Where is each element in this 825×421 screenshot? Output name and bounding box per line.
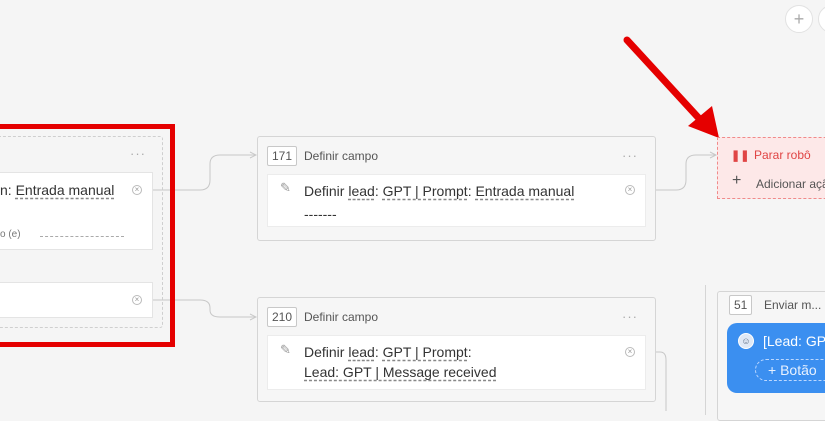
action-dashes: ------- <box>304 206 337 222</box>
message-card-outline <box>705 285 825 415</box>
message-text: [Lead: GPT <box>763 333 825 349</box>
stop-robot-step[interactable] <box>717 137 825 199</box>
action-text: Definir lead: GPT | Prompt: <box>304 344 472 360</box>
action-number-badge: 210 <box>267 307 298 327</box>
left-node-action-1[interactable] <box>0 172 153 250</box>
action-text: Definir lead: GPT | Prompt: Entrada manu… <box>304 183 575 199</box>
action-body[interactable] <box>267 174 646 227</box>
remove-icon[interactable]: × <box>625 185 635 195</box>
left-node-menu-dots[interactable]: ··· <box>130 146 146 161</box>
connector-lines <box>143 36 719 411</box>
left-node-condition-text: o (e) <box>0 229 21 240</box>
pause-icon: ❚❚ <box>731 150 750 162</box>
left-node-action-2[interactable] <box>0 282 153 318</box>
left-node-action-1-text: n: Entrada manual <box>0 182 114 198</box>
action-text-value: Lead: GPT | Message received <box>304 364 497 380</box>
action-title: Definir campo <box>304 310 379 324</box>
pencil-icon[interactable]: ✎ <box>280 180 291 195</box>
remove-icon[interactable]: × <box>625 347 635 357</box>
plus-icon: + <box>732 172 742 189</box>
remove-icon[interactable]: × <box>132 295 142 305</box>
action-title: Definir campo <box>304 149 379 163</box>
card-menu-dots[interactable]: ··· <box>622 148 638 163</box>
left-node-link[interactable]: Entrada manual <box>15 182 115 198</box>
action-body[interactable] <box>267 335 646 390</box>
action-number-badge: 171 <box>267 146 298 166</box>
card-menu-dots[interactable]: ··· <box>622 309 638 324</box>
red-arrow-head <box>688 106 719 138</box>
add-icon-button[interactable]: + <box>785 5 813 33</box>
add-button-button[interactable]: + Botão <box>755 359 825 381</box>
red-highlight-box <box>0 124 175 347</box>
add-action-link[interactable]: Adicionar açã <box>756 177 825 191</box>
red-arrow-shaft <box>623 36 710 130</box>
left-node-dashes <box>40 236 124 237</box>
left-node-prefix: n: <box>0 182 16 198</box>
stop-robot-label[interactable]: Parar robô <box>754 148 811 162</box>
left-node-container <box>0 136 163 328</box>
message-title: Enviar m... <box>764 298 822 312</box>
remove-icon[interactable]: × <box>132 185 142 195</box>
avatar-icon: ☺ <box>738 333 754 349</box>
pencil-icon[interactable]: ✎ <box>280 342 291 357</box>
message-number-badge: 51 <box>729 295 753 315</box>
